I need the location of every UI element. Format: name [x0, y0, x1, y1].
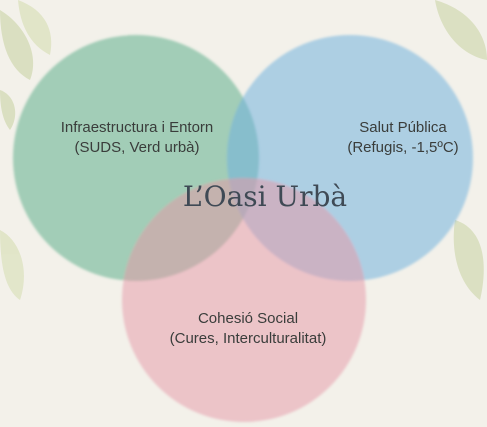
leaf-decoration [0, 0, 487, 300]
center-title: L’Oasi Urbà [182, 180, 348, 213]
set-label-infra: Infraestructura i Entorn (SUDS, Verd urb… [28, 118, 246, 158]
set-title-infra: Infraestructura i Entorn [60, 119, 214, 136]
set-title-salut: Salut Pública [359, 119, 447, 136]
set-subtitle-infra: (SUDS, Verd urbà) [74, 139, 200, 156]
set-subtitle-salut: (Refugis, -1,5ºC) [347, 139, 459, 156]
set-title-social: Cohesió Social [197, 310, 299, 327]
set-label-social: Cohesió Social (Cures, Interculturalitat… [140, 309, 356, 349]
set-label-salut: Salut Pública (Refugis, -1,5ºC) [318, 118, 487, 158]
set-subtitle-social: (Cures, Interculturalitat) [169, 330, 327, 347]
set-circle-social [122, 178, 366, 422]
